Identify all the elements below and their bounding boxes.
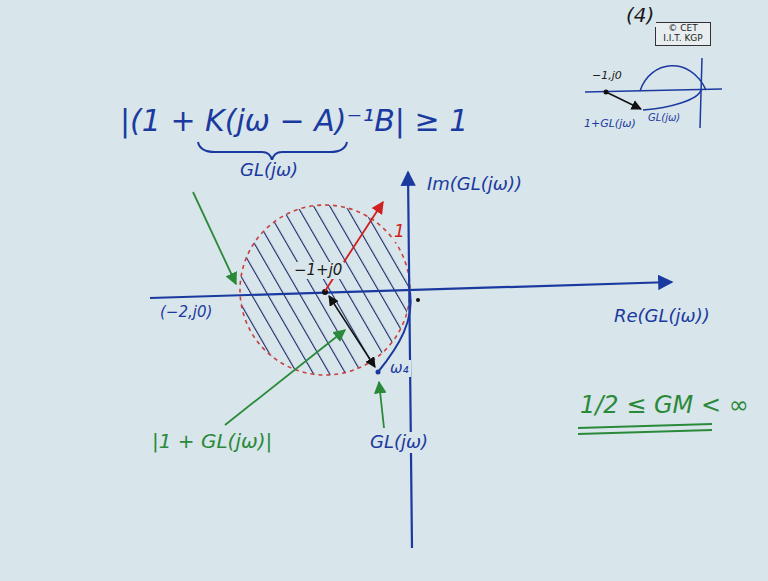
- pointer-arrow: [225, 330, 345, 425]
- gain-margin: 1/2 ≤ GM < ∞: [578, 392, 751, 420]
- inset-vector: [606, 92, 641, 109]
- inset-label: GL(jω): [646, 112, 682, 124]
- copyright-text: © CET I.I.T. KGP: [659, 24, 707, 44]
- page-number: (4): [624, 4, 656, 27]
- copyright-box: © CET I.I.T. KGP: [655, 22, 711, 46]
- pointer-arrow: [193, 192, 236, 284]
- omega4-point: [376, 370, 381, 375]
- underline: [578, 424, 712, 428]
- point-label: −1+j0: [292, 262, 344, 279]
- underbrace: [198, 142, 347, 160]
- pointer-arrow: [379, 382, 384, 428]
- inset-label: −1,j0: [590, 70, 624, 83]
- curve-label: GL(jω): [368, 432, 430, 453]
- inset-curve: [640, 66, 706, 91]
- axis-label: Im(GL(jω)): [425, 174, 524, 195]
- inset-label: 1+GL(jω): [582, 118, 638, 131]
- brace-label: GL(jω): [238, 160, 300, 181]
- inset-curve: [643, 90, 701, 110]
- underline: [578, 430, 712, 434]
- point-label: (−2,j0): [158, 304, 214, 321]
- equation: |(1 + K(jω − A)⁻¹B| ≥ 1: [118, 104, 470, 139]
- radius-label: 1: [392, 222, 407, 242]
- distance-arrow: [329, 296, 375, 367]
- axis-label: Re(GL(jω)): [612, 306, 712, 327]
- origin-dot: [416, 298, 420, 302]
- frequency-label: ω₄: [388, 360, 411, 377]
- distance-label: |1 + GL(jω)|: [150, 430, 274, 453]
